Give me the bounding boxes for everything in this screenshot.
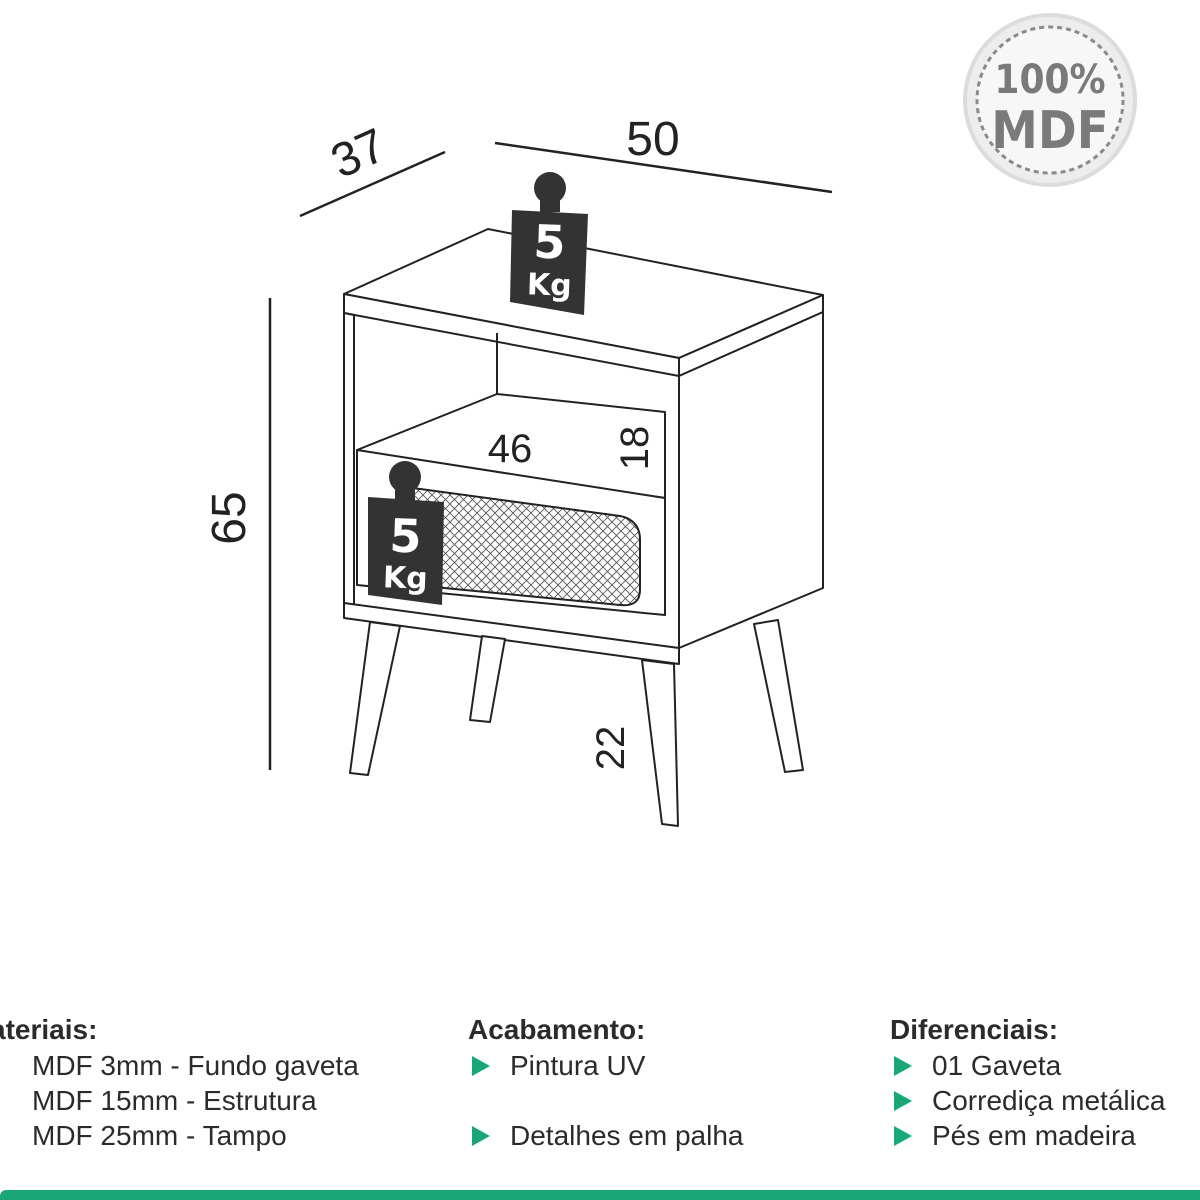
diferenciais-column: Diferenciais: 01 Gaveta Corrediça metáli… [890,1012,1165,1153]
list-item: Detalhes em palha [468,1118,743,1153]
mdf-badge: 100% MDF [963,13,1137,187]
badge-percent: 100% [994,57,1105,103]
play-bullet-icon [894,1091,912,1111]
drawer-weight-tag: 5 Kg [368,461,444,605]
acabamento-title: Acabamento: [468,1014,646,1045]
list-item: MDF 3mm - Fundo gaveta [32,1050,359,1081]
materiais-list: MDF 3mm - Fundo gaveta MDF 15mm - Estrut… [0,1048,359,1153]
materiais-title: ateriais: [0,1014,98,1045]
play-bullet-icon [894,1056,912,1076]
specs-section: ateriais: MDF 3mm - Fundo gaveta MDF 15m… [0,1012,1200,1162]
top-weight-unit: Kg [526,267,572,304]
play-bullet-icon [894,1126,912,1146]
nightstand-diagram: 100% MDF 37 50 65 46 18 22 [203,13,1137,827]
top-weight-value: 5 [533,214,567,269]
depth-line [299,150,446,218]
badge-material: MDF [991,101,1108,161]
acabamento-column: Acabamento: Pintura UV Detalhes em palha [468,1012,743,1153]
diferenciais-list: 01 Gaveta Corrediça metálica Pés em made… [890,1048,1165,1153]
top-weight-tag: 5 Kg [510,172,588,315]
play-bullet-icon [472,1056,490,1076]
leg-height-dim: 22 [589,726,633,771]
list-item: Pés em madeira [890,1118,1165,1153]
list-item: 01 Gaveta [890,1048,1165,1083]
list-item: Corrediça metálica [890,1083,1165,1118]
play-bullet-icon [472,1126,490,1146]
diferenciais-title: Diferenciais: [890,1014,1059,1045]
list-item: MDF 15mm - Estrutura [32,1085,317,1116]
nightstand-body [343,228,824,827]
niche-width-dim: 46 [488,427,533,471]
height-dim: 65 [203,491,256,544]
materiais-column: ateriais: MDF 3mm - Fundo gaveta MDF 15m… [0,1012,359,1153]
width-line [494,141,833,194]
drawer-weight-unit: Kg [382,560,428,597]
width-dim: 50 [626,113,679,166]
acabamento-list: Pintura UV Detalhes em palha [468,1048,743,1153]
footer-accent-bar [0,1190,1200,1200]
list-item: Pintura UV [468,1048,743,1083]
list-item: MDF 25mm - Tampo [32,1120,287,1151]
drawer-weight-value: 5 [389,508,423,563]
niche-height-dim: 18 [613,426,657,471]
